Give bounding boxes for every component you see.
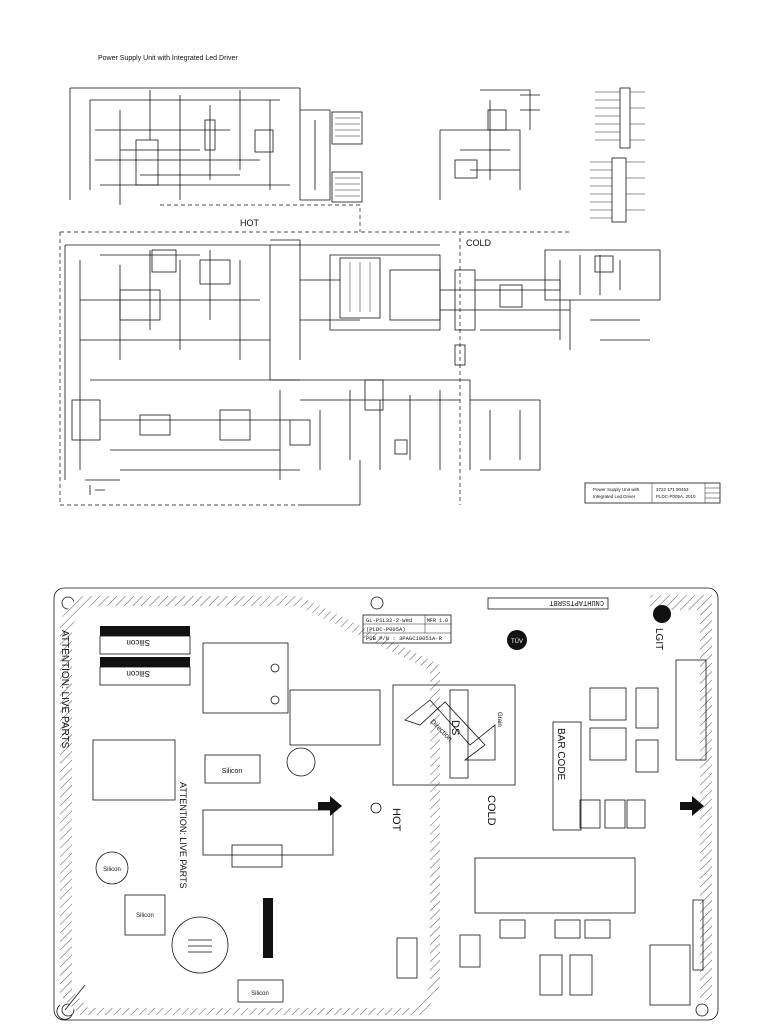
- hot-arrow: [318, 796, 342, 816]
- pcb-cold-label: COLD: [485, 795, 497, 826]
- ground-lug: [56, 984, 86, 1020]
- pcb-hot-label: HOT: [390, 808, 402, 832]
- bulk-capacitor: [171, 916, 229, 974]
- schematic-hot-label: HOT: [240, 218, 260, 228]
- hot-zone-border: [59, 231, 570, 506]
- main-transformer-symbol: [339, 257, 381, 319]
- pfc-ic: [119, 289, 161, 321]
- connector-cn1: [619, 87, 631, 149]
- standby-connectors: [331, 111, 363, 203]
- pcb-model-line2: (PLDC-P005A): [366, 626, 406, 633]
- grain-direction-box: DS Direction Grain: [392, 684, 516, 786]
- pcb-components: Silicon Silicon Silicon Silicon: [56, 642, 381, 1020]
- ac-input-circuit: [64, 244, 440, 495]
- attention-label-2: ATTENTION: LIVE PARTS: [178, 782, 188, 889]
- main-converter: [270, 239, 570, 366]
- pcb-model-line1: GL-PSL32-2-Wed: [366, 617, 412, 624]
- cap-large-1: [286, 747, 316, 777]
- lgit-logo: LGIT: [653, 605, 671, 650]
- connector-cn2: [611, 157, 627, 223]
- title-block-desc-1: Power Supply Unit with: [593, 487, 640, 492]
- standby-circuit: [69, 87, 363, 205]
- output-connectors: [590, 87, 645, 223]
- led-driver-output: [544, 249, 661, 350]
- mirrored-code: CNUHTAPTSSRBT: [549, 598, 604, 606]
- tuv-badge: TÜV: [507, 630, 527, 650]
- brand-label: LGIT: [653, 628, 664, 650]
- control-ic: [71, 399, 101, 441]
- pcb-info-box: GL-PSL32-2-Wed (PLDC-P005A) MFR 1.0 PCB …: [362, 614, 452, 644]
- output-transformer: [474, 857, 636, 914]
- transformer-standby: [202, 642, 289, 714]
- pcb-part-number: PCB P/N : 3PAGC10051A-R: [366, 635, 443, 642]
- output-header: [692, 899, 704, 971]
- pcb-outline: [53, 587, 719, 1021]
- silicon-pad-label-2: Silicon: [126, 669, 150, 678]
- cap-large-2: [95, 851, 129, 885]
- silicon-label-6: Silicon: [251, 991, 269, 997]
- silicon-label-3: Silicon: [222, 768, 243, 775]
- pcb-mfr: MFR 1.0: [427, 618, 448, 624]
- mirrored-code-strip: CNUHTAPTSSRBT: [487, 597, 609, 610]
- barcode-area: BAR CODE: [552, 721, 582, 831]
- tuv-label: TÜV: [511, 638, 523, 645]
- grain-label: Grain: [496, 712, 502, 727]
- schematic-title: Power Supply Unit with Integrated Led Dr…: [98, 55, 238, 62]
- aux-border: [160, 204, 361, 232]
- title-block: Power Supply Unit with Integrated Led Dr…: [584, 482, 721, 504]
- schematic-diagram: Power Supply Unit with Integrated Led Dr…: [59, 55, 721, 506]
- secondary-boundary: [650, 595, 712, 1000]
- pcb-layout: ATTENTION: LIVE PARTS ATTENTION: LIVE PA…: [53, 587, 719, 1021]
- heatsink-bar: [263, 898, 273, 958]
- silicon-label-4: Silicon: [103, 867, 121, 873]
- feedback-circuit: [439, 89, 540, 200]
- silicon-label-5: Silicon: [136, 913, 154, 919]
- title-block-code-2: PLDC-P005A, 2010: [656, 494, 696, 499]
- standby-ic: [135, 139, 159, 186]
- silicon-pad-label-1: Silicon: [126, 638, 150, 647]
- title-block-desc-2: Integrated Led Driver: [593, 494, 636, 499]
- barcode-label: BAR CODE: [555, 728, 566, 781]
- title-block-code-1: 3722 171 90453: [656, 487, 689, 492]
- transformer-main: [202, 809, 334, 856]
- heatsink-pads: Silicon Silicon: [99, 626, 191, 686]
- secondary-components: [396, 659, 707, 1006]
- bridge-rectifier: [151, 249, 177, 273]
- attention-label: ATTENTION: LIVE PARTS: [59, 630, 70, 749]
- cold-arrow: [680, 796, 704, 816]
- schematic-cold-label: COLD: [466, 238, 492, 248]
- lower-circuits: [270, 379, 541, 506]
